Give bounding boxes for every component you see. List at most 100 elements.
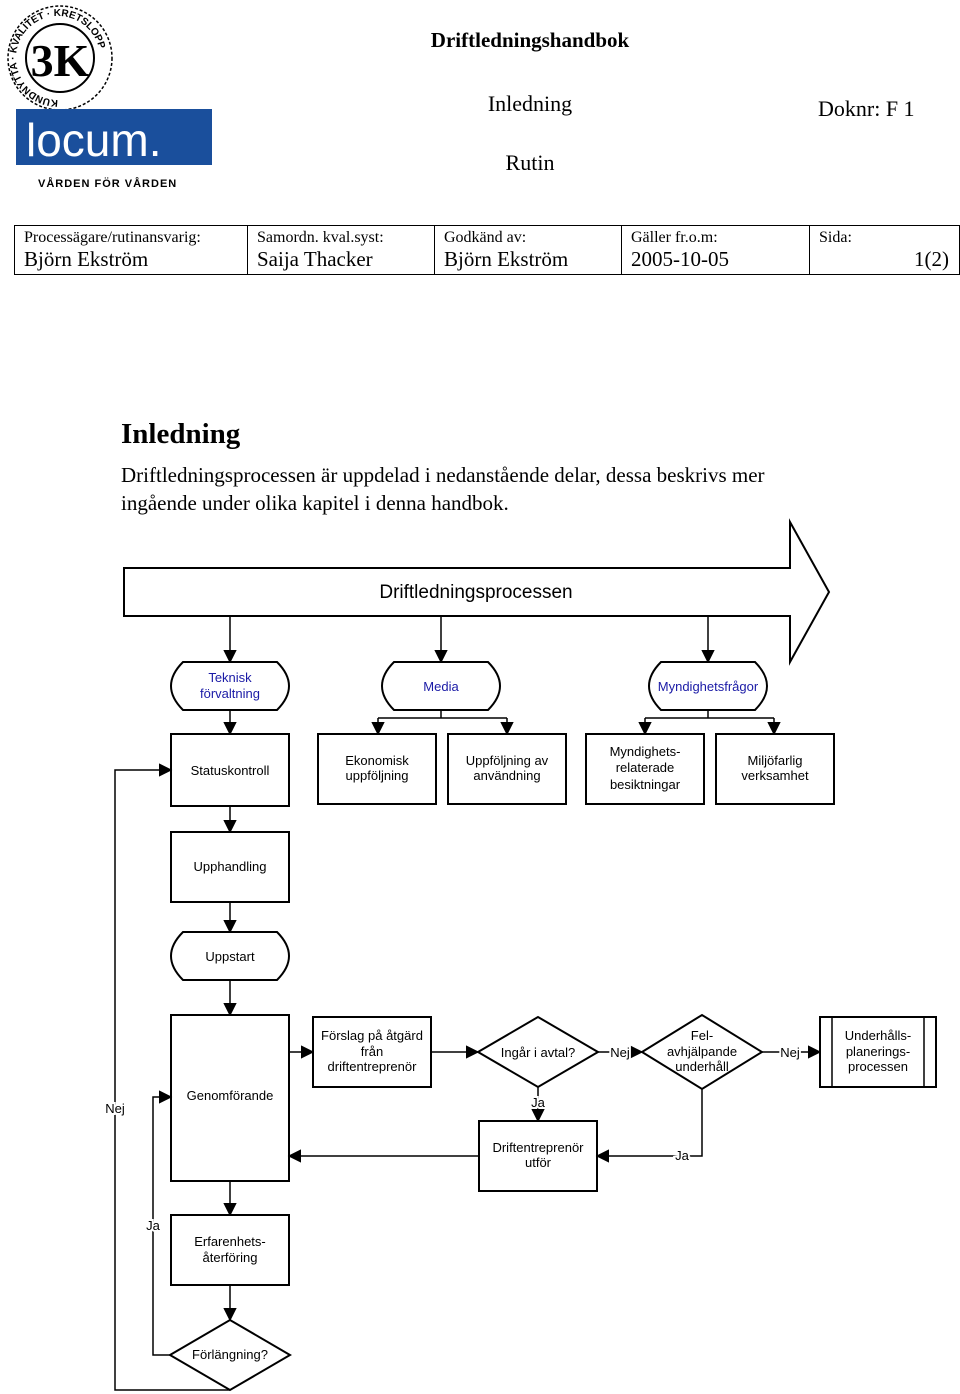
label-line: användning	[473, 768, 540, 783]
meta-page: Sida: 1(2)	[809, 225, 960, 275]
label-line: Ingår i avtal?	[501, 1045, 575, 1060]
in-contract-decision: Ingår i avtal?	[476, 1015, 600, 1089]
label-line: Myndighetsfrågor	[658, 679, 759, 694]
label-line: planerings-	[846, 1044, 910, 1059]
meta-label: Sida:	[819, 229, 852, 246]
document-number: Doknr: F 1	[818, 96, 915, 121]
label-line: återföring	[203, 1250, 258, 1265]
feedback-box: Erfarenhets-återföring	[170, 1214, 290, 1286]
task-inspections: Myndighets-relaterade besiktningar	[585, 733, 705, 805]
svg-text:Underhålls-planerings-processe: Underhålls-planerings-processen	[845, 1028, 911, 1074]
task-status: Statuskontroll	[170, 733, 290, 807]
label-line: Media	[423, 679, 459, 694]
svg-text:Erfarenhets-återföring: Erfarenhets-återföring	[194, 1234, 266, 1265]
label-line: Ekonomisk	[345, 753, 409, 768]
label-line: Fel-	[691, 1028, 713, 1043]
label-line: underhåll	[675, 1059, 729, 1074]
svg-text:Statuskontroll: Statuskontroll	[191, 763, 270, 778]
label-line: Uppföljning av	[466, 753, 549, 768]
meta-value: 2005-10-05	[631, 247, 729, 271]
meta-coordinator: Samordn. kval.syst: Saija Thacker	[247, 225, 435, 275]
no-label: Nej	[780, 1045, 800, 1060]
svg-text:Media: Media	[423, 679, 459, 694]
planning-process-box: Underhålls-planerings-processen	[819, 1016, 937, 1088]
logo-tagline: VÅRDEN FÖR VÅRDEN	[38, 177, 177, 190]
label-line: Upphandling	[193, 859, 266, 874]
label-line: utför	[525, 1155, 552, 1170]
logo-block	[16, 109, 212, 165]
svg-text:Genomförande: Genomförande	[187, 1088, 274, 1103]
svg-text:Upphandling: Upphandling	[193, 859, 266, 874]
meta-label: Samordn. kval.syst:	[257, 229, 384, 246]
meta-label: Godkänd av:	[444, 229, 527, 246]
svg-text:Förlängning?: Förlängning?	[192, 1347, 268, 1362]
label-line: relaterade	[616, 760, 675, 775]
meta-value: Björn Ekström	[444, 247, 569, 271]
meta-value: Björn Ekström	[24, 247, 149, 271]
label-line: Driftentreprenör	[492, 1140, 584, 1155]
label-line: driftentreprenör	[328, 1059, 418, 1074]
svg-text:Ingår i avtal?: Ingår i avtal?	[501, 1045, 575, 1060]
document-title: Driftledningshandbok	[430, 28, 630, 52]
meta-value: 1(2)	[914, 247, 949, 271]
process-arrow	[123, 518, 831, 666]
label-line: Genomförande	[187, 1088, 274, 1103]
execution-box: Genomförande	[170, 1014, 290, 1182]
meta-owner: Processägare/rutinansvarig: Björn Ekströ…	[14, 225, 248, 275]
section-name: Inledning	[487, 91, 573, 116]
label-line: Uppstart	[205, 949, 255, 964]
category-authority: Myndighetsfrågor	[647, 661, 769, 711]
label-line: Teknisk	[208, 670, 252, 685]
extension-decision: Förlängning?	[168, 1318, 292, 1392]
meta-value: Saija Thacker	[257, 247, 373, 271]
label-line: processen	[848, 1059, 908, 1074]
intro-heading: Inledning	[121, 418, 241, 450]
label-line: avhjälpande	[667, 1044, 737, 1059]
badge-text: 3K	[31, 35, 90, 86]
process-title: Driftledningsprocessen	[379, 582, 572, 603]
label-line: Erfarenhets-	[194, 1234, 266, 1249]
no-label: Nej	[610, 1045, 630, 1060]
yes-label: Ja	[531, 1095, 546, 1110]
intro-text: Driftledningsprocessen är uppdelad i ned…	[121, 463, 765, 515]
label-line: besiktningar	[610, 777, 681, 792]
label-line: Förslag på åtgärd	[321, 1028, 423, 1043]
meta-label: Gäller fr.o.m:	[631, 229, 718, 246]
label-line: Underhålls-	[845, 1028, 911, 1043]
label-line: Myndighets-	[610, 744, 681, 759]
category-media: Media	[380, 661, 502, 711]
meta-label: Processägare/rutinansvarig:	[24, 229, 201, 246]
meta-approved: Godkänd av: Björn Ekström	[434, 225, 622, 275]
label-line: verksamhet	[741, 768, 809, 783]
label-line: Statuskontroll	[191, 763, 270, 778]
procurement-box: Upphandling	[170, 831, 290, 903]
yes-label: Ja	[146, 1218, 161, 1233]
logo-text: locum.	[26, 114, 161, 166]
3k-badge: 3K KUNDNYTTA · KVALITET · KRETSLOPP	[7, 5, 113, 111]
startup-box: Uppstart	[169, 931, 291, 981]
no-label: Nej	[105, 1101, 125, 1116]
svg-text:Uppstart: Uppstart	[205, 949, 255, 964]
label-line: från	[361, 1044, 383, 1059]
meta-table: Processägare/rutinansvarig: Björn Ekströ…	[14, 225, 960, 275]
document-type: Rutin	[505, 150, 555, 175]
meta-valid-from: Gäller fr.o.m: 2005-10-05	[621, 225, 810, 275]
svg-text:Myndighetsfrågor: Myndighetsfrågor	[658, 679, 759, 694]
label-line: förvaltning	[200, 686, 260, 701]
label-line: Miljöfarlig	[748, 753, 803, 768]
locum-logo: 3K KUNDNYTTA · KVALITET · KRETSLOPP locu…	[7, 5, 212, 190]
yes-label: Ja	[675, 1148, 690, 1163]
label-line: Förlängning?	[192, 1347, 268, 1362]
